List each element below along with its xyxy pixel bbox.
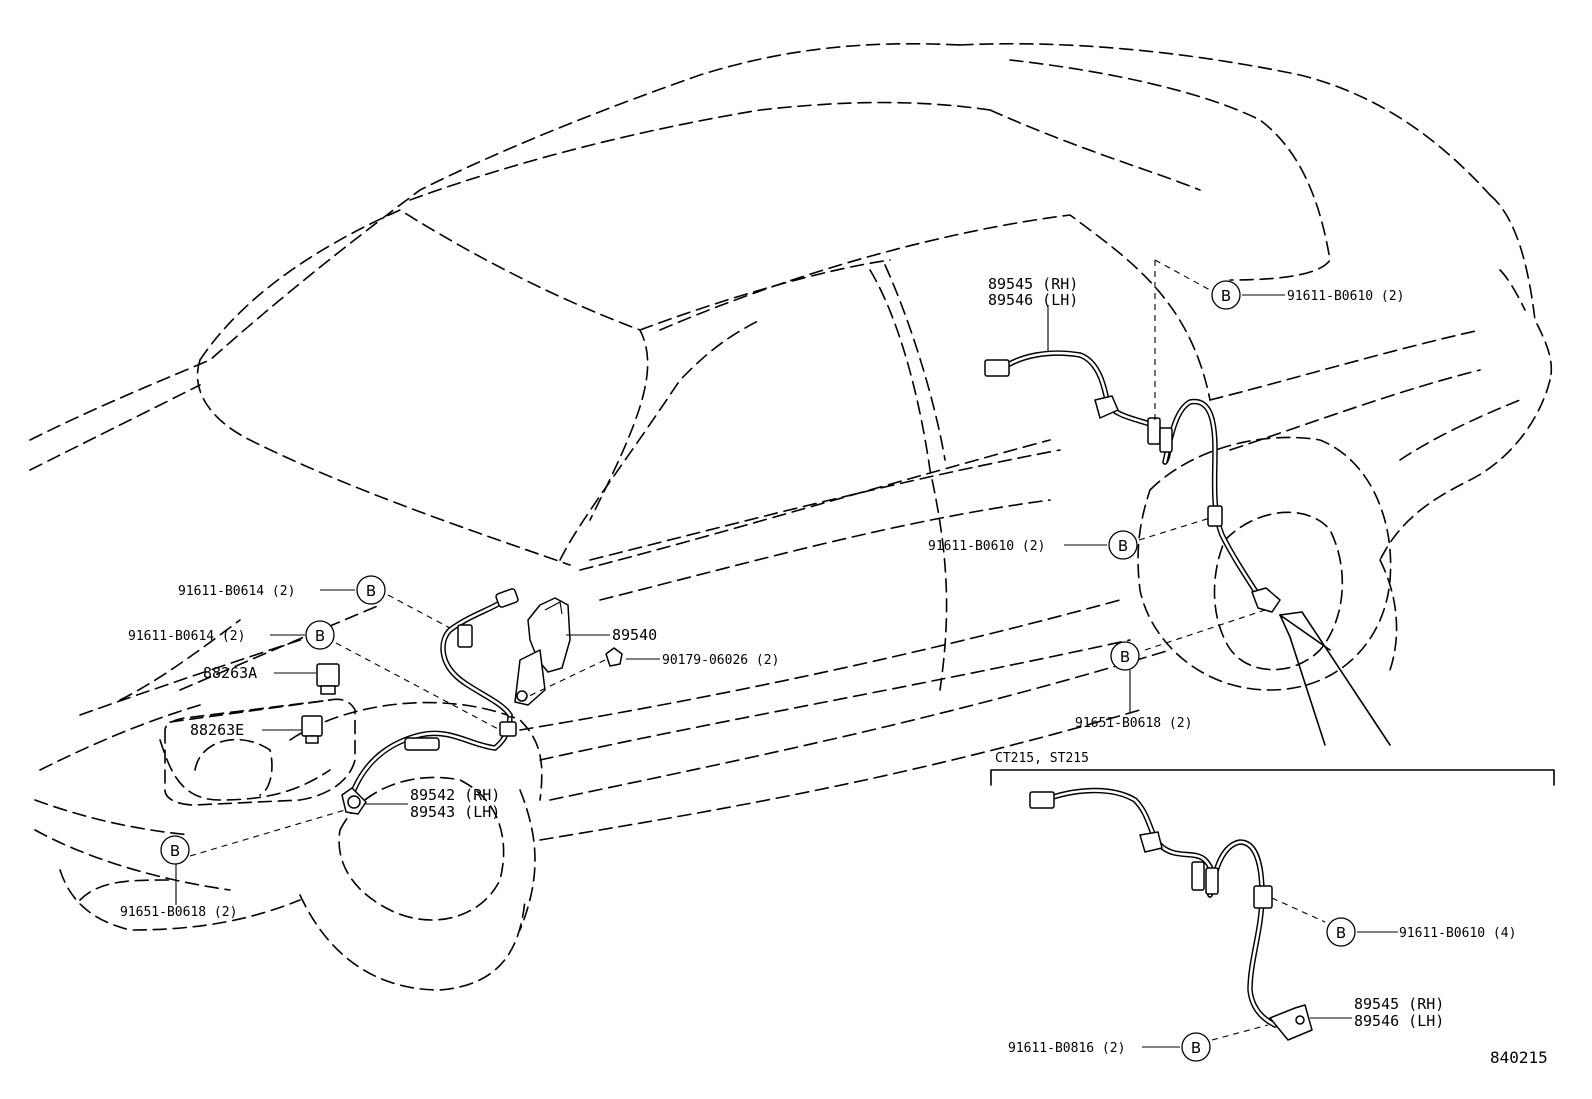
label-bolt-top-right: 91611-B0610 (2) <box>1287 289 1404 304</box>
svg-text:B: B <box>1118 537 1128 555</box>
label-relay-e: 88263E <box>190 721 244 739</box>
label-clip: 90179-06026 (2) <box>662 653 779 668</box>
svg-text:B: B <box>170 842 180 860</box>
clip-90179 <box>605 647 623 667</box>
badge-b-rear-low: B <box>1110 641 1140 671</box>
car-body-outline <box>29 42 1553 991</box>
label-inset-sensor-lh: 89546 (LH) <box>1354 1012 1444 1030</box>
label-rear-sensor-rh: 89545 (RH) <box>988 275 1078 293</box>
badge-b-top-right: B <box>1211 280 1241 310</box>
label-rear-sensor-lh: 89546 (LH) <box>988 291 1078 309</box>
badge-b-front-2: B <box>305 620 335 650</box>
label-bolt-front-1: 91611-B0614 (2) <box>178 584 295 599</box>
label-front-sensor-lh: 89543 (LH) <box>410 803 500 821</box>
label-bolt-front-low: 91651-B0618 (2) <box>120 905 237 920</box>
badge-b-front-1: B <box>356 575 386 605</box>
view-arrow <box>1279 611 1391 746</box>
rear-harness <box>984 350 1281 613</box>
bracket-89540 <box>514 597 571 706</box>
svg-text:B: B <box>1191 1039 1201 1057</box>
svg-text:B: B <box>315 627 325 645</box>
svg-text:B: B <box>1120 648 1130 666</box>
svg-text:B: B <box>1336 924 1346 942</box>
badge-b-rear-mid: B <box>1108 530 1138 560</box>
svg-text:B: B <box>1221 287 1231 305</box>
relay-88263a <box>316 663 340 695</box>
inset-harness <box>1029 787 1313 1041</box>
drawing-number: 840215 <box>1490 1048 1548 1067</box>
label-bracket: 89540 <box>612 626 657 644</box>
label-variant-box: CT215, ST215 <box>995 751 1089 766</box>
label-relay-a: 88263A <box>203 664 257 682</box>
relay-box <box>164 698 356 806</box>
label-bolt-front-2: 91611-B0614 (2) <box>128 629 245 644</box>
badge-b-inset-2: B <box>1181 1032 1211 1062</box>
label-inset-bolt-2: 91611-B0816 (2) <box>1008 1041 1125 1056</box>
svg-text:B: B <box>366 582 376 600</box>
leader-lines <box>175 259 1398 1048</box>
badge-b-front-low: B <box>160 835 190 865</box>
label-front-sensor-rh: 89542 (RH) <box>410 786 500 804</box>
front-harness <box>341 588 519 815</box>
badge-b-inset-1: B <box>1326 917 1356 947</box>
label-inset-bolt-1: 91611-B0610 (4) <box>1399 926 1516 941</box>
label-bolt-rear-low: 91651-B0618 (2) <box>1075 716 1192 731</box>
relay-88263e <box>301 715 323 744</box>
label-bolt-rear-mid: 91611-B0610 (2) <box>928 539 1045 554</box>
inset-frame <box>990 769 1555 786</box>
label-inset-sensor-rh: 89545 (RH) <box>1354 995 1444 1013</box>
